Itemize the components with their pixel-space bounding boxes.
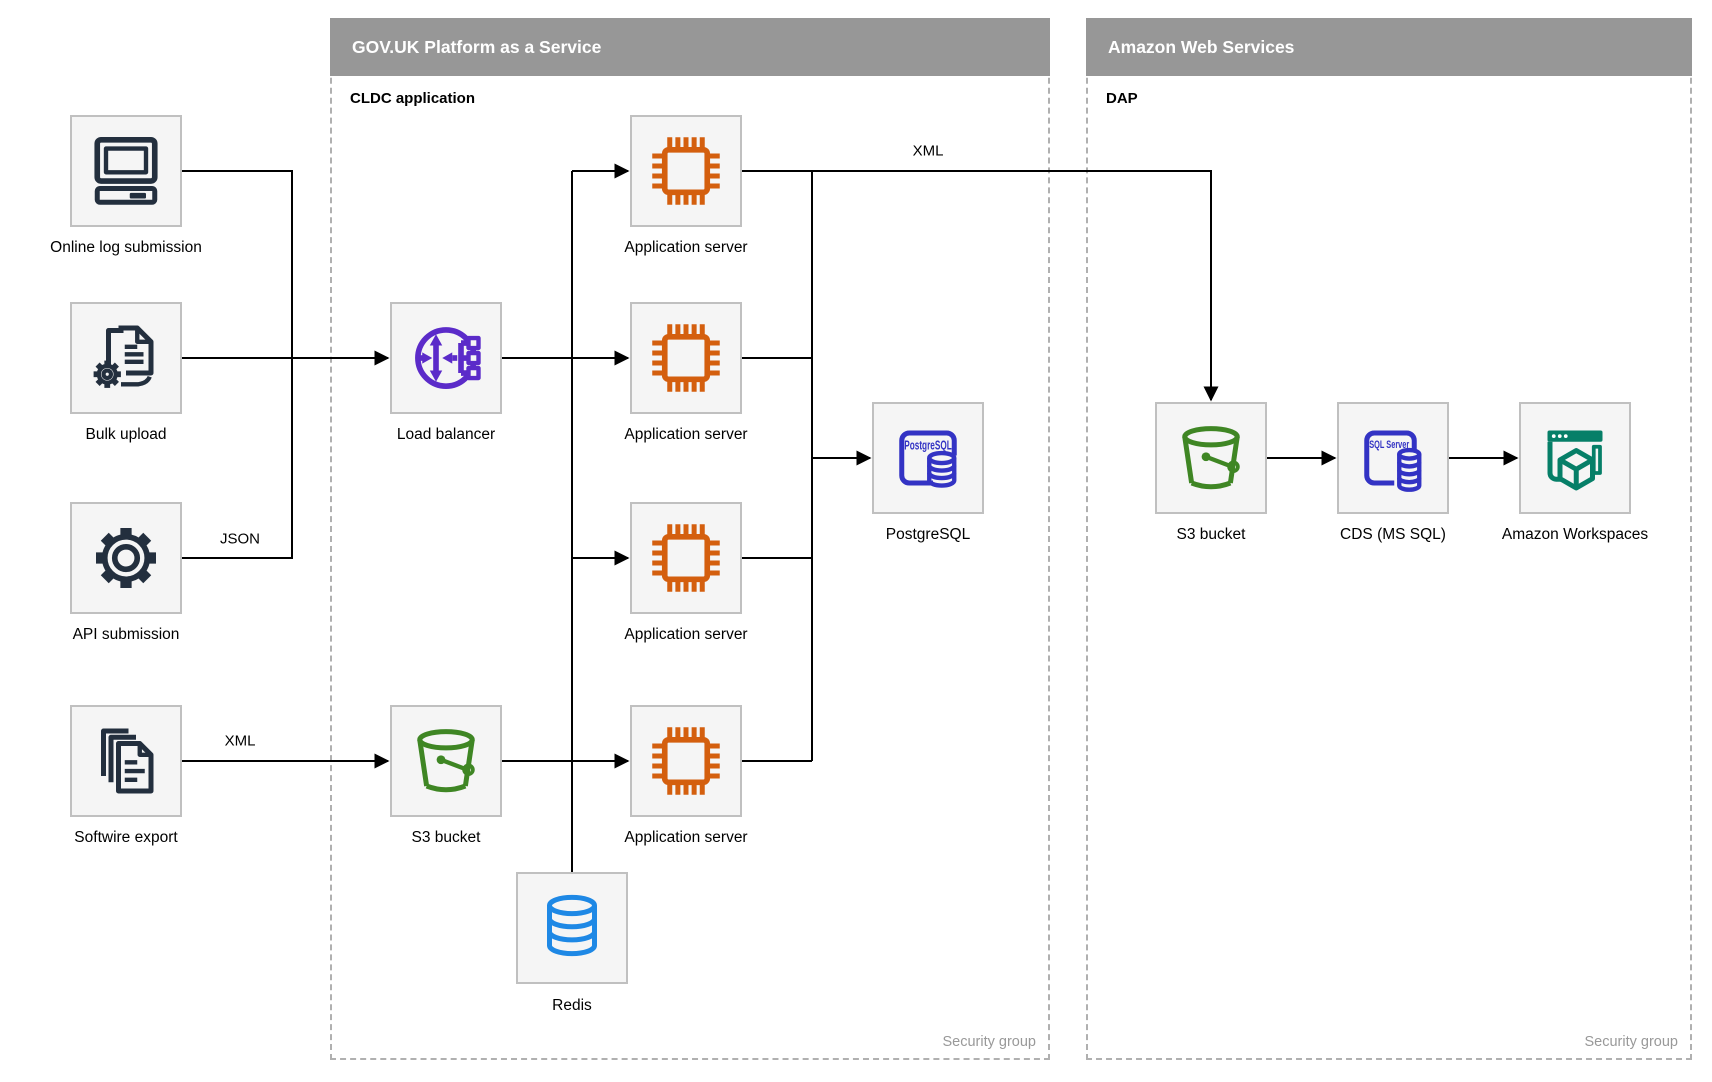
node-redis <box>516 872 628 984</box>
node-bulk-upload <box>70 302 182 414</box>
sql-server-icon-text: SQL Server <box>1369 439 1409 451</box>
node-label: Application server <box>624 239 748 256</box>
node-label: S3 bucket <box>1176 526 1246 543</box>
node-label: PostgreSQL <box>885 526 971 543</box>
workspaces-icon <box>1547 430 1603 491</box>
paas-container: GOV.UK Platform as a Service CLDC applic… <box>330 18 1050 1060</box>
node-postgresql: PostgreSQL <box>872 402 984 514</box>
aws-sublabel: DAP <box>1106 90 1138 107</box>
node-label: Redis <box>552 997 592 1014</box>
computer-icon <box>94 136 158 205</box>
node-load-balancer <box>390 302 502 414</box>
s3-bucket-icon <box>417 729 475 793</box>
node-label: Application server <box>624 626 748 643</box>
node-app-server-2 <box>630 302 742 414</box>
node-label: Load balancer <box>396 426 496 443</box>
node-app-server-4 <box>630 705 742 817</box>
edge-onlinelog-merge <box>182 170 293 358</box>
node-paas-s3-bucket <box>390 705 502 817</box>
edge-label-xml-top: XML <box>909 142 947 160</box>
node-amazon-workspaces <box>1519 402 1631 514</box>
chip-icon <box>652 727 720 795</box>
paas-security-group-label: Security group <box>942 1034 1037 1050</box>
edge-label-json: JSON <box>216 530 264 548</box>
node-app-server-1 <box>630 115 742 227</box>
node-app-server-3 <box>630 502 742 614</box>
redis-database-icon <box>547 894 597 957</box>
sql-server-icon: SQL Server <box>1364 430 1422 492</box>
chip-icon <box>652 137 720 205</box>
node-label: Online log submission <box>50 239 202 256</box>
document-gear-icon <box>93 325 154 388</box>
node-cds-mssql: SQL Server <box>1337 402 1449 514</box>
load-balancer-icon <box>415 327 481 389</box>
node-label: Bulk upload <box>85 426 167 443</box>
node-api-submission <box>70 502 182 614</box>
node-label: API submission <box>72 626 180 643</box>
postgresql-icon-text: PostgreSQL <box>904 438 952 452</box>
node-label: Softwire export <box>74 829 178 846</box>
node-label: Application server <box>624 829 748 846</box>
paas-sublabel: CLDC application <box>350 90 476 107</box>
s3-bucket-icon <box>1182 426 1240 490</box>
gear-icon <box>96 528 156 588</box>
node-online-log-submission <box>70 115 182 227</box>
node-label: CDS (MS SQL) <box>1340 526 1446 543</box>
node-softwire-export <box>70 705 182 817</box>
node-label: S3 bucket <box>411 829 481 846</box>
chip-icon <box>652 324 720 392</box>
documents-icon <box>101 728 154 794</box>
paas-header: GOV.UK Platform as a Service <box>330 18 1050 76</box>
chip-icon <box>652 524 720 592</box>
aws-security-group-label: Security group <box>1584 1034 1679 1050</box>
edge-api-merge <box>182 358 293 559</box>
node-label: Amazon Workspaces <box>1501 526 1649 543</box>
node-aws-s3-bucket <box>1155 402 1267 514</box>
edge-label-xml-softwire: XML <box>221 732 259 750</box>
edge-appserver1-to-aws-s3 <box>742 170 1219 402</box>
aws-header: Amazon Web Services <box>1086 18 1692 76</box>
aws-container: Amazon Web Services DAP Security group <box>1086 18 1692 1060</box>
postgresql-icon: PostgreSQL <box>899 430 957 488</box>
node-label: Application server <box>624 426 748 443</box>
